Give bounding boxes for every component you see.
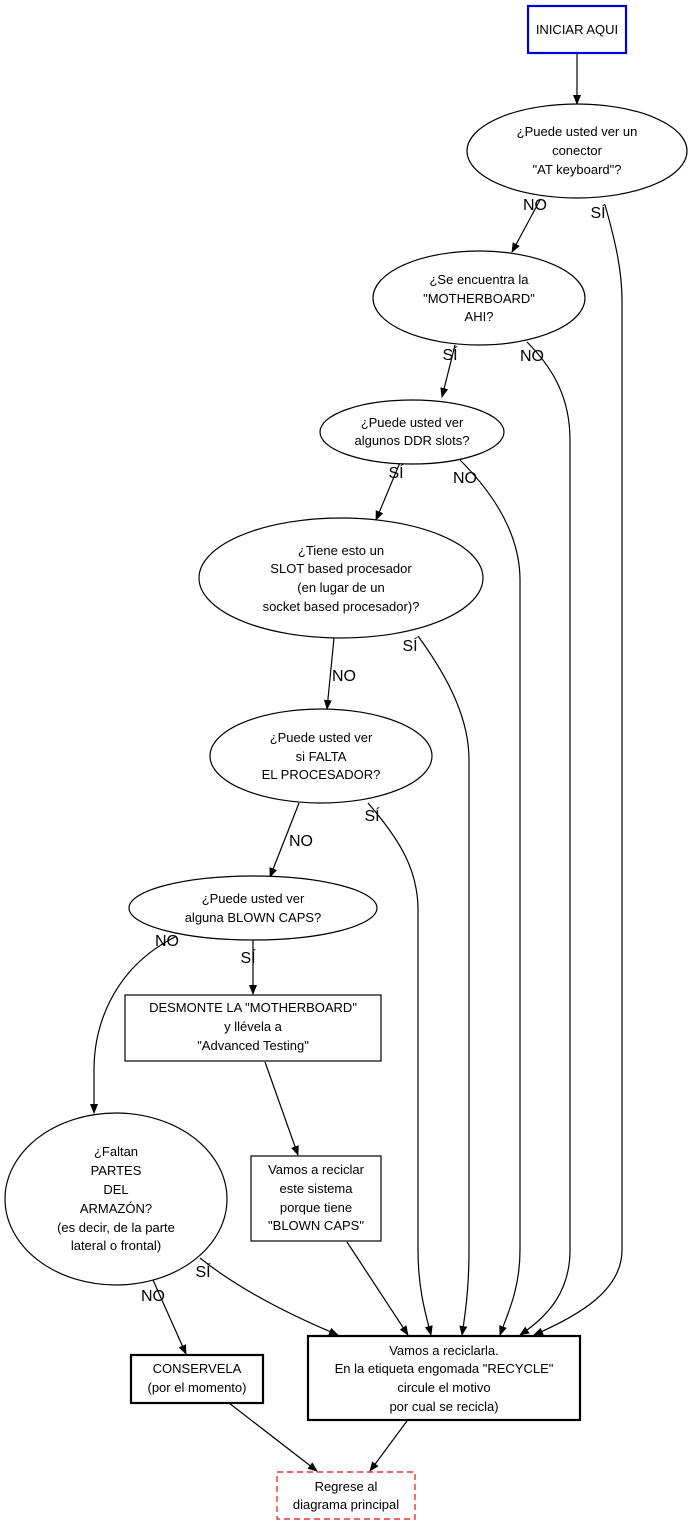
node-label: CONSERVELA (153, 1361, 242, 1376)
node-reciclar-blown-caps[interactable]: Vamos a reciclar este sistema porque tie… (250, 1155, 382, 1242)
node-label: "Advanced Testing" (197, 1038, 309, 1053)
node-label: lateral o frontal) (71, 1238, 161, 1253)
node-label: ¿Faltan (94, 1144, 138, 1159)
edge-mb-no-to-reciclarla (519, 341, 571, 1336)
node-reciclarla[interactable]: Vamos a reciclarla. En la etiqueta engom… (306, 1334, 582, 1422)
edge-mb-si-to-ddr (440, 344, 456, 398)
edge-label: SÍ (402, 636, 418, 655)
node-label: SLOT based procesador (270, 561, 412, 576)
node-label: ¿Puede usted ver (202, 891, 305, 906)
node-label: DESMONTE LA "MOTHERBOARD" (149, 1000, 357, 1015)
node-q-at-keyboard[interactable]: ¿Puede usted ver un conector "AT keyboar… (466, 103, 688, 199)
node-q-motherboard[interactable]: ¿Se encuentra la "MOTHERBOARD" AHI? (372, 250, 586, 346)
edge-proc-si-to-reciclarla (367, 802, 433, 1336)
node-label: Vamos a reciclarla. (389, 1343, 499, 1358)
edge-label: SÍ (590, 203, 606, 222)
edge-reciclarla-to-regrese (369, 1420, 408, 1472)
node-start[interactable]: INICIAR AQUI (526, 4, 628, 55)
node-label: ARMAZÓN? (80, 1201, 152, 1216)
node-label: "BLOWN CAPS" (268, 1218, 364, 1233)
node-q-falta-procesador[interactable]: ¿Puede usted ver si FALTA EL PROCESADOR? (209, 708, 433, 804)
node-label: alguna BLOWN CAPS? (185, 910, 322, 925)
node-label: socket based procesador)? (263, 599, 420, 614)
node-label: diagrama principal (293, 1497, 399, 1512)
edge-label: NO (289, 833, 313, 850)
node-label: algunos DDR slots? (355, 433, 470, 448)
edge-label: NO (141, 1288, 165, 1305)
node-label: por cual se recicla) (389, 1399, 498, 1414)
edges (90, 53, 623, 1472)
node-q-ddr[interactable]: ¿Puede usted ver algunos DDR slots? (319, 399, 505, 465)
edge-conservela-to-regrese (228, 1402, 318, 1472)
edge-at-si-to-reciclarla (533, 204, 623, 1336)
node-label: si FALTA (296, 749, 347, 764)
edge-desmonte-to-reciclar-caps (264, 1061, 299, 1156)
edge-armazon-no-to-conservela (152, 1279, 187, 1355)
edge-label: NO (520, 348, 544, 365)
node-label: EL PROCESADOR? (262, 767, 381, 782)
node-q-armazon[interactable]: ¿Faltan PARTES DEL ARMAZÓN? (es decir, d… (4, 1112, 228, 1286)
edge-label: NO (155, 933, 179, 950)
node-label: PARTES (91, 1163, 142, 1178)
node-label: porque tiene (280, 1200, 352, 1215)
edge-label: SÍ (364, 806, 380, 825)
node-label: INICIAR AQUI (536, 22, 618, 37)
node-label: Regrese al (315, 1479, 378, 1494)
node-label: ¿Tiene esto un (298, 543, 384, 558)
node-label: En la etiqueta engomada "RECYCLE" (335, 1361, 554, 1376)
edge-at-no-to-motherboard (511, 199, 541, 253)
node-label: (en lugar de un (297, 580, 384, 595)
edge-slot-si-to-reciclarla (417, 635, 470, 1336)
node-label: ¿Puede usted ver (361, 415, 464, 430)
node-conservela[interactable]: CONSERVELA (por el momento) (129, 1353, 265, 1405)
edge-ddr-no-to-reciclarla (459, 459, 521, 1336)
edge-labels: NO SÍ SÍ NO SÍ NO NO SÍ NO SÍ NO SÍ SÍ N… (141, 197, 606, 1305)
node-label: y llévela a (224, 1019, 283, 1034)
node-label: ¿Se encuentra la (429, 272, 529, 287)
node-label: conector (552, 143, 603, 158)
node-label: AHI? (465, 309, 494, 324)
edge-label: NO (523, 197, 547, 214)
edge-caps-no-to-armazon (90, 936, 176, 1114)
edge-reciclar-caps-to-reciclarla (346, 1241, 409, 1336)
edge-label: NO (332, 668, 356, 685)
edge-ddr-si-to-slot (375, 459, 402, 521)
node-q-slot[interactable]: ¿Tiene esto un SLOT based procesador (en… (198, 517, 484, 639)
node-label: Vamos a reciclar (268, 1162, 365, 1177)
edge-label: SÍ (240, 948, 256, 967)
edge-armazon-si-to-reciclarla (199, 1257, 339, 1336)
edge-slot-no-to-proc (323, 637, 335, 710)
edge-label: SÍ (442, 345, 458, 364)
node-label: circule el motivo (397, 1380, 490, 1395)
node-label: este sistema (280, 1181, 354, 1196)
node-label: (por el momento) (148, 1380, 247, 1395)
node-label: DEL (103, 1182, 128, 1197)
node-label: ¿Puede usted ver un (517, 124, 638, 139)
node-label: "MOTHERBOARD" (423, 291, 535, 306)
node-label: (es decir, de la parte (57, 1220, 175, 1235)
edge-label: SÍ (195, 1262, 211, 1281)
node-desmonte[interactable]: DESMONTE LA "MOTHERBOARD" y llévela a "A… (124, 994, 382, 1062)
edge-proc-no-to-caps (269, 802, 300, 878)
edge-label: NO (453, 470, 477, 487)
node-label: ¿Puede usted ver (270, 730, 373, 745)
edge-label: SÍ (388, 463, 404, 482)
node-label: "AT keyboard"? (533, 162, 622, 177)
node-regrese[interactable]: Regrese al diagrama principal (276, 1471, 416, 1520)
node-q-blown-caps[interactable]: ¿Puede usted ver alguna BLOWN CAPS? (128, 875, 378, 941)
